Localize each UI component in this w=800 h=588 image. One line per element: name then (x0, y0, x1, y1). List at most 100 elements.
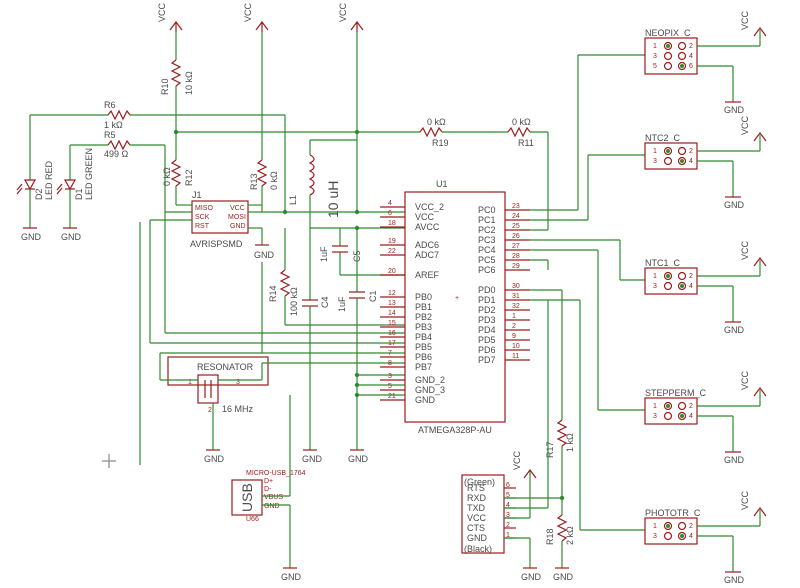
resistor-r11: 0 kΩ R11 (507, 117, 534, 148)
vcc-symbol-r10: VCC (157, 2, 183, 32)
header-pin (663, 411, 673, 421)
svg-text:1 kΩ: 1 kΩ (565, 433, 575, 452)
gnd-label: GND (724, 455, 745, 465)
svg-text:VCC: VCC (157, 2, 167, 22)
svg-text:MISO: MISO (195, 205, 213, 212)
svg-text:10 kΩ: 10 kΩ (184, 71, 194, 95)
mcu-pin-name: VCC (415, 212, 435, 222)
svg-text:R18: R18 (545, 528, 555, 545)
header-pin (663, 401, 673, 411)
svg-text:GND: GND (521, 572, 542, 582)
svg-text:C4: C4 (320, 296, 330, 308)
header-pin-number: 3 (653, 158, 657, 165)
gnd-symbol-r18: GND (553, 567, 574, 582)
vcc-symbol-r13: VCC (243, 2, 269, 32)
junction-dot (680, 414, 684, 418)
origin-marker (102, 454, 116, 468)
mcu-pin-name: PC6 (478, 265, 496, 275)
junction-dot (666, 404, 670, 408)
connector-label: STEPPERM_C (645, 388, 707, 398)
mcu-pin-number: 26 (512, 233, 520, 240)
header-pin (663, 51, 673, 61)
mcu-pin-number: 17 (388, 340, 396, 347)
mcu-pin-name: PD0 (478, 285, 496, 295)
mcu-pin-name: PD7 (478, 355, 496, 365)
serial-pin-number: 1 (506, 532, 510, 539)
svg-text:GND: GND (204, 454, 225, 464)
svg-text:0 kΩ: 0 kΩ (512, 117, 531, 127)
mcu-pin-name: GND (415, 395, 436, 405)
svg-text:1uF: 1uF (337, 296, 347, 312)
vcc-arrow (753, 257, 767, 267)
svg-text:R13: R13 (249, 173, 259, 190)
mcu-pin-number: 15 (388, 320, 396, 327)
svg-text:RESONATOR: RESONATOR (197, 362, 254, 372)
gnd-label: GND (724, 575, 745, 585)
svg-text:USB: USB (239, 483, 255, 512)
resistor-r5: R5 499 Ω (104, 130, 131, 159)
header-pin-number: 3 (653, 533, 657, 540)
svg-text:GND: GND (553, 572, 574, 582)
svg-text:VCC: VCC (243, 2, 253, 22)
mcu-pin-number: 2 (512, 323, 516, 330)
svg-text:1 kΩ: 1 kΩ (104, 120, 123, 130)
svg-text:GND: GND (302, 454, 323, 464)
mcu-pin-number: 22 (388, 248, 396, 255)
resistor-r19: 0 kΩ R19 (419, 117, 449, 148)
svg-text:GND: GND (281, 572, 302, 582)
svg-text:J1: J1 (192, 190, 202, 200)
connector-label: PHOTOTR_C (645, 508, 701, 518)
svg-text:MOSI: MOSI (228, 214, 246, 221)
header-pin (677, 156, 687, 166)
gnd-symbol-resonator: GND (204, 449, 225, 464)
vcc-arrow (753, 507, 767, 517)
svg-text:499 Ω: 499 Ω (104, 149, 129, 159)
gnd-symbol-usb: GND (281, 567, 302, 582)
mcu-pin-number: 32 (512, 303, 520, 310)
mcu-pin-name: AVCC (415, 222, 440, 232)
header-pin-number: 3 (653, 283, 657, 290)
mcu-pin-number: 3 (388, 373, 392, 380)
svg-text:GND: GND (21, 232, 42, 242)
gnd-symbol-c1: GND (348, 449, 369, 464)
serial-pin-name: VCC (467, 513, 487, 523)
mcu-pin-name: PB3 (415, 322, 432, 332)
header-pin-number: 2 (689, 403, 693, 410)
junction-dot (666, 149, 670, 153)
resistor-r10: R10 10 kΩ (160, 59, 194, 95)
svg-text:GND: GND (348, 454, 369, 464)
svg-text:(Black): (Black) (464, 544, 492, 554)
connector-body (644, 517, 698, 545)
mcu-pin-number: 9 (512, 333, 516, 340)
mcu-pin-name: PB0 (415, 292, 432, 302)
header-pin (663, 156, 673, 166)
svg-text:VCC: VCC (338, 2, 348, 22)
mcu-pin-number: 28 (512, 253, 520, 260)
header-pin-number: 1 (653, 148, 657, 155)
header-pin (663, 531, 673, 541)
connector-body (644, 142, 698, 170)
mcu-pin-name: PD5 (478, 335, 496, 345)
svg-text:U66: U66 (246, 516, 259, 523)
svg-text:GND: GND (264, 503, 280, 510)
svg-text:SCK: SCK (195, 214, 210, 221)
header-pin-number: 4 (689, 533, 693, 540)
header-pin-number: 3 (653, 413, 657, 420)
header-pin (677, 521, 687, 531)
mcu-pin-number: 13 (388, 300, 396, 307)
svg-text:R19: R19 (432, 138, 449, 148)
mcu-pin-number: 12 (388, 290, 396, 297)
mcu-pin-name: PB7 (415, 362, 432, 372)
svg-text:R12: R12 (184, 169, 194, 186)
serial-pin-number: 6 (506, 482, 510, 489)
svg-text:R11: R11 (518, 138, 534, 148)
svg-text:R10: R10 (160, 78, 170, 95)
header-pin (677, 41, 687, 51)
mcu-pin-name: PD1 (478, 295, 496, 305)
vcc-arrow (753, 27, 767, 37)
gnd-symbol-j1: GND (254, 244, 275, 260)
